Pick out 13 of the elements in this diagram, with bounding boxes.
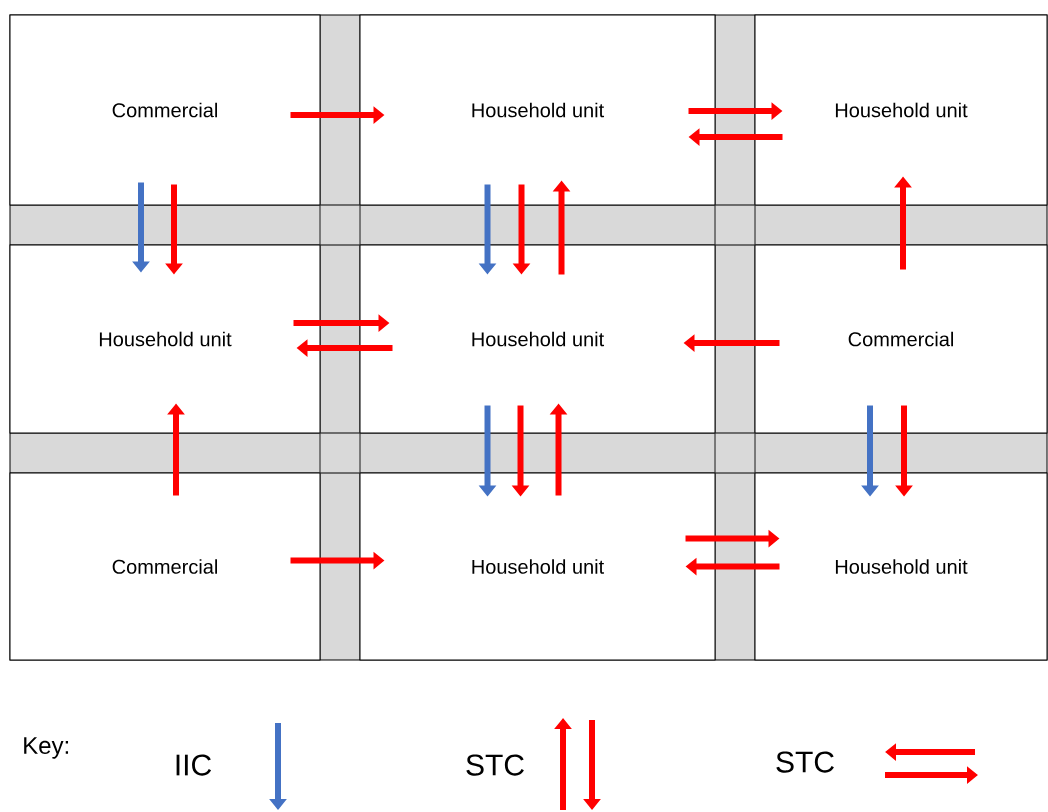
city-block: Household unit: [754, 472, 1048, 661]
city-block: Commercial: [9, 472, 321, 661]
city-block: Commercial: [9, 14, 321, 206]
city-block: Household unit: [9, 244, 321, 434]
city-block: Household unit: [754, 14, 1048, 206]
city-block: Commercial: [754, 244, 1048, 434]
legend-label: STC: [466, 754, 524, 776]
city-block: Household unit: [359, 472, 716, 661]
legend-label: STC: [776, 751, 834, 773]
key-heading: Key:: [24, 737, 69, 759]
city-block: Household unit: [359, 244, 716, 434]
city-block: Household unit: [359, 14, 716, 206]
legend-label: IIC: [176, 754, 212, 776]
